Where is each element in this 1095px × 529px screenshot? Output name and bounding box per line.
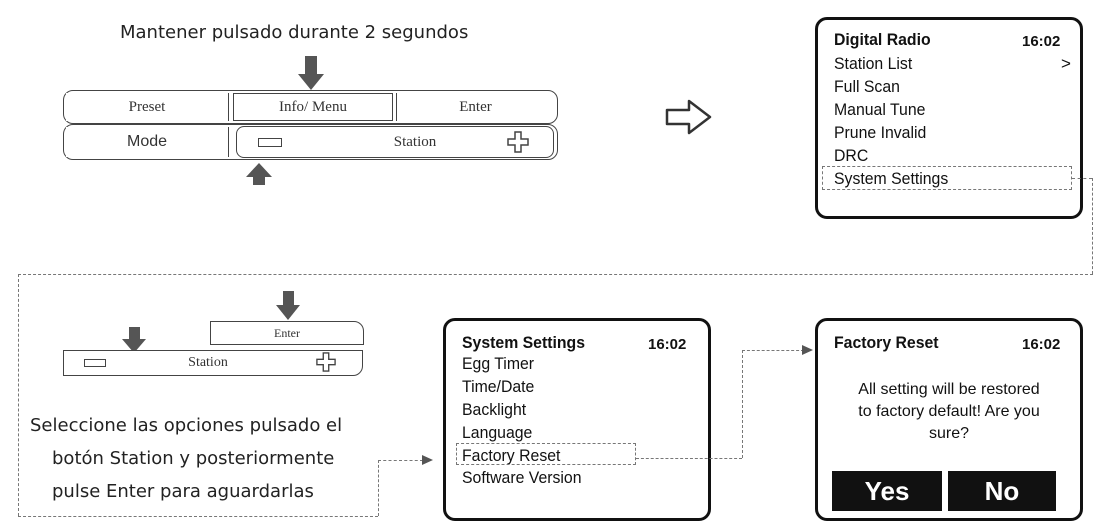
screen-factory-reset: Factory Reset 16:02 All setting will be … [815,318,1083,521]
menu-item-language[interactable]: Language [462,423,533,442]
info-menu-label: Info/ Menu [279,98,347,115]
menu-item-backlight[interactable]: Backlight [462,400,527,419]
clock-time: 16:02 [1022,33,1061,50]
menu-item-drc[interactable]: DRC [834,146,869,165]
minus-icon [258,138,282,147]
instruction-line-2: botón Station y posteriormente [52,448,335,469]
top-caption: Mantener pulsado durante 2 segundos [120,22,469,43]
instruction-line-1: Seleccione las opciones pulsado el [30,415,343,436]
menu-item-manual-tune[interactable]: Manual Tune [834,100,926,119]
reset-message-line: All setting will be restored [858,381,1040,398]
button-panel-top [63,90,558,124]
reset-message-line: to factory default! Are you [858,403,1040,420]
menu-item-egg-timer[interactable]: Egg Timer [462,354,535,373]
station-label-small: Station [188,355,228,370]
screen-title: Digital Radio [834,30,931,49]
menu-item-software-version[interactable]: Software Version [462,468,582,487]
mode-button[interactable]: Mode [66,127,229,157]
connector-line [18,274,19,516]
station-label: Station [393,133,437,150]
connector-line [742,350,743,458]
menu-item-full-scan[interactable]: Full Scan [834,77,900,96]
screen-title: System Settings [462,333,586,352]
menu-item-time-date[interactable]: Time/Date [462,377,535,396]
connector-line [378,460,423,461]
plus-icon [316,352,336,372]
highlight-factory-reset [456,443,636,465]
enter-label-small: Enter [274,325,300,340]
arrowhead-icon [802,345,813,355]
clock-time: 16:02 [648,336,687,353]
connector-line [742,350,804,351]
clock-time: 16:02 [1022,336,1061,353]
connector-line [1092,178,1093,274]
menu-item-system-settings[interactable]: System Settings [834,169,949,188]
no-button[interactable]: No [948,471,1056,511]
enter-label: Enter [459,98,492,115]
reset-message-line: sure? [928,425,970,442]
minus-icon [84,359,106,367]
button-panel-bottom-row [63,124,558,160]
connector-line [378,460,379,516]
mode-label: Mode [126,133,168,150]
connector-line [18,516,378,517]
next-step-arrow-icon [665,99,712,135]
menu-item-factory-reset[interactable]: Factory Reset [462,446,561,465]
station-button-small[interactable]: Station [63,350,363,376]
screen-digital-radio: Digital Radio 16:02 Station List > Full … [815,17,1083,219]
menu-item-prune-invalid[interactable]: Prune Invalid [834,123,927,142]
enter-button[interactable]: Enter [396,93,554,121]
connector-line [18,274,1093,275]
chevron-right-icon: > [1061,54,1071,73]
connector-line [636,458,742,459]
screen-system-settings: System Settings 16:02 Egg Timer Time/Dat… [443,318,711,521]
screen-title: Factory Reset [834,333,939,352]
plus-icon [507,131,529,153]
enter-button-small[interactable]: Enter [210,321,364,345]
menu-item-station-list[interactable]: Station List [834,54,913,73]
info-menu-button[interactable]: Info/ Menu [233,93,393,121]
yes-button[interactable]: Yes [832,471,942,511]
arrowhead-icon [422,455,433,465]
instruction-line-3: pulse Enter para aguardarlas [52,481,314,502]
highlight-system-settings [822,166,1072,190]
preset-button[interactable]: Preset [66,93,229,121]
station-button[interactable]: Station [236,126,554,158]
preset-label: Preset [128,98,166,115]
connector-line [1072,178,1092,179]
